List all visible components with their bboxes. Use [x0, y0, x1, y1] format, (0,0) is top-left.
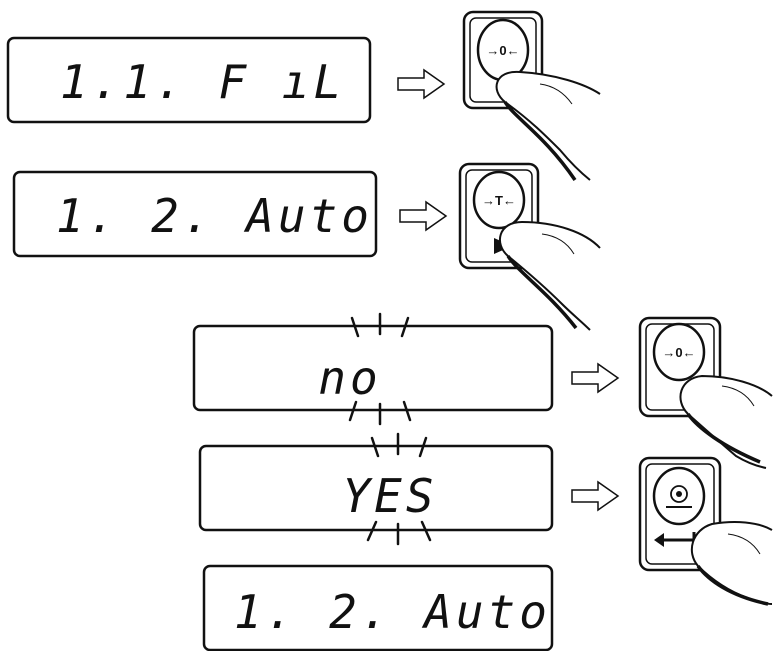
hollow-arrow-icon [399, 200, 448, 232]
finger-icon [690, 521, 773, 606]
hollow-arrow-icon [397, 68, 446, 100]
zero-button-icon: →0← [662, 345, 695, 360]
zero-button-icon: →0← [486, 43, 519, 58]
blink-rays-icon [348, 312, 412, 426]
display-5-text: 1. 2. Auto [234, 585, 551, 639]
lcd-display-1: 1.1. F ıL [6, 36, 372, 124]
print-enter-button-icon [666, 485, 692, 508]
finger-icon [499, 220, 601, 331]
hollow-arrow-icon [571, 362, 620, 394]
blink-rays-icon [366, 432, 432, 546]
lcd-display-2: 1. 2. Auto [12, 170, 378, 258]
lcd-display-4: YES [198, 444, 554, 532]
hollow-arrow-icon [571, 480, 620, 512]
tare-button[interactable]: →T← [458, 162, 540, 270]
tare-button-icon: →T← [482, 193, 516, 208]
display-3-text: no [318, 351, 381, 405]
finger-icon [679, 374, 773, 469]
display-1-text: 1.1. F ıL [60, 55, 345, 109]
lcd-display-5: 1. 2. Auto [202, 564, 554, 651]
finger-icon [495, 70, 601, 181]
lcd-display-3: no [192, 324, 554, 412]
display-4-text: YES [342, 469, 437, 523]
display-2-text: 1. 2. Auto [56, 189, 373, 243]
